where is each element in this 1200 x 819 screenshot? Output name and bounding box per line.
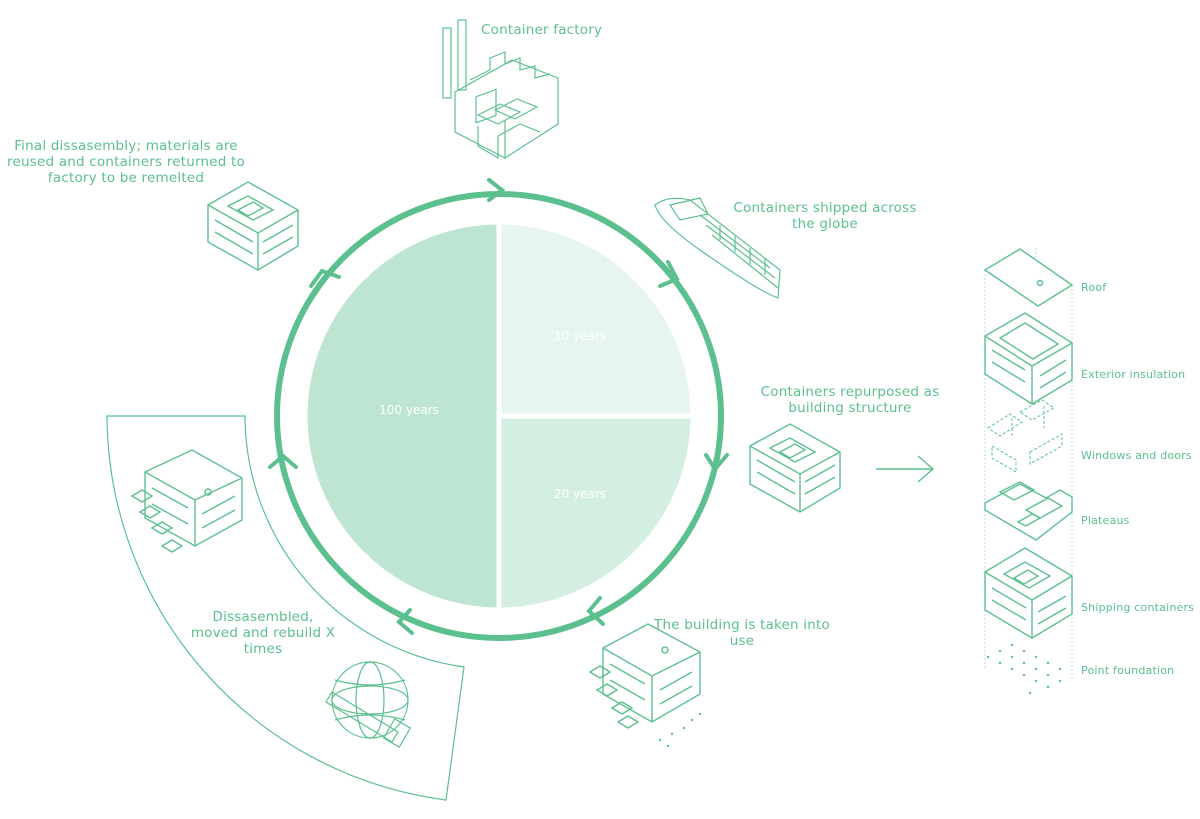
label-final-disassembly: Final dissasembly; materials are reused … [7,138,245,186]
arrow-right-icon [704,453,729,473]
label-repurposed: Containers repurposed as building struct… [760,384,940,416]
arrow-upper-left-icon [309,268,341,288]
layer-label-roof: Roof [1081,281,1107,294]
pie-slice-10-years [496,219,696,419]
containers-layer-icon [984,547,1073,639]
exploded-view-guides [984,248,1073,680]
label-shipped: Containers shipped across the globe [733,200,917,232]
label-disassembled: Dissasembled, moved and rebuild X times [190,609,336,657]
arrow-upper-right-icon [658,260,680,288]
arrow-bottom-icon [396,608,414,635]
pie-slice-20-years [496,413,696,613]
cycle-arrows [268,178,729,635]
label-taken-into-use: The building is taken into use [654,617,830,649]
pie-label-20-years: 20 years [553,487,607,501]
disassembly-band [106,415,465,801]
pie-label-100-years: 100 years [379,403,439,417]
arrow-lower-right-icon [586,596,605,626]
explode-arrow-icon [876,455,935,483]
final-disassembly-building-icon [207,181,299,271]
building-in-use-icon [588,623,701,729]
layer-label-windows-doors: Windows and doors [1081,449,1192,462]
layer-label-plateaus: Plateaus [1081,514,1130,527]
foundation-dots [658,712,702,748]
roof-layer-icon [983,248,1074,307]
windows-layer-icon [987,399,1063,473]
pie-slice-100-years [302,219,502,613]
layer-label-point-foundation: Point foundation [1081,664,1175,677]
container-factory-icon [442,19,559,160]
layer-label-exterior-insulation: Exterior insulation [1081,368,1186,381]
disassembled-building-icon [130,449,243,553]
lifespan-pie-chart [302,219,696,613]
arrow-top-icon [487,178,506,202]
layer-label-shipping-containers: Shipping containers [1081,601,1195,614]
cargo-ship-icon [654,197,781,299]
insulation-layer-icon [984,312,1073,405]
label-container-factory: Container factory [481,22,603,38]
foundation-layer-icon [986,643,1062,695]
arrow-left-icon [268,453,298,469]
repurposed-building-icon [749,423,841,513]
plateaus-layer-icon [984,481,1073,541]
pie-label-10-years: 10 years [553,329,607,343]
globe-hammer-icon [325,661,412,748]
